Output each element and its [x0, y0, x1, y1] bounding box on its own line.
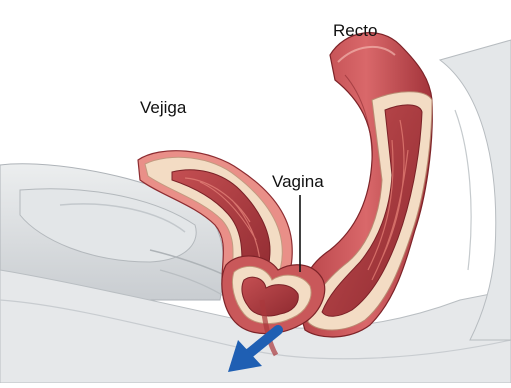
label-vejiga: Vejiga [140, 99, 186, 116]
label-recto: Recto [333, 22, 377, 39]
label-vagina: Vagina [272, 173, 324, 190]
